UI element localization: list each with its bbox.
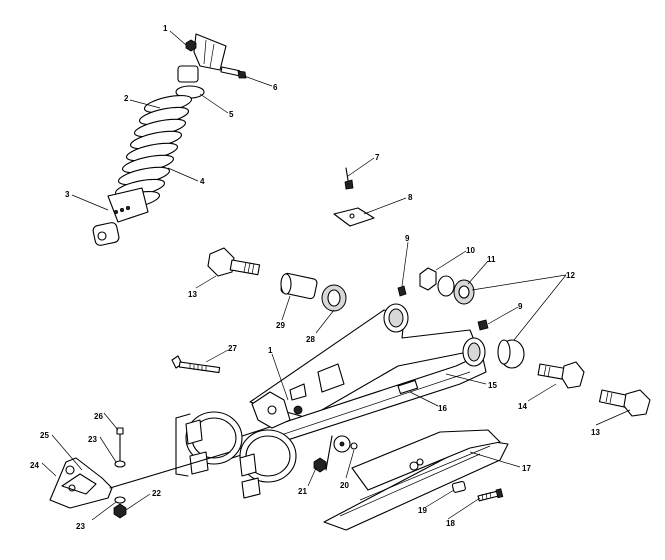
- bolt-head-part-6: [237, 70, 247, 79]
- callout-14: 14: [518, 402, 527, 411]
- callout-23-lower: 23: [76, 522, 85, 531]
- shock-body-part-3: [107, 187, 149, 223]
- nut-washer-stack: [419, 267, 475, 305]
- callout-5: 5: [229, 110, 234, 119]
- callout-28: 28: [306, 335, 315, 344]
- rivet-part-7: [344, 179, 354, 190]
- callout-9-right: 9: [518, 302, 523, 311]
- long-bolt-part-27: [171, 355, 221, 374]
- pivot-bolt-13-left: [207, 247, 261, 277]
- nut-part-1: [185, 39, 197, 52]
- washer-part-23-lower: [114, 496, 126, 504]
- callout-24: 24: [30, 461, 39, 470]
- grease-fitting-part-9-upper: [397, 285, 407, 297]
- callout-4: 4: [200, 177, 205, 186]
- callout-3: 3: [65, 190, 70, 199]
- upper-mount-bracket: [193, 33, 227, 71]
- gusset-bracket: [251, 391, 291, 429]
- callout-15: 15: [488, 381, 497, 390]
- washer-part-23-upper: [114, 460, 126, 468]
- callout-1: 1: [163, 24, 168, 33]
- callout-12: 12: [566, 271, 575, 280]
- leader-lines: [41, 30, 631, 521]
- callout-20: 20: [340, 481, 349, 490]
- nut-part-10: [419, 267, 437, 291]
- bolt-head-part-14: [561, 361, 585, 389]
- spacer-part-19: [451, 480, 466, 493]
- callout-25: 25: [40, 431, 49, 440]
- swing-arm-frame: [175, 303, 487, 499]
- bolt-part-6: [220, 66, 241, 77]
- nut-part-21: [313, 457, 327, 473]
- right-pivot-parts: [397, 285, 651, 417]
- callout-29: 29: [276, 321, 285, 330]
- callout-18: 18: [446, 519, 455, 528]
- callout-19: 19: [418, 506, 427, 515]
- bushings: [280, 272, 347, 312]
- bolt-part-18: [477, 490, 500, 502]
- bolt-part-26: [116, 427, 124, 435]
- callout-7: 7: [375, 153, 380, 162]
- upper-bracket-assembly: [333, 167, 375, 227]
- nut-part-22: [113, 503, 127, 519]
- callout-6: 6: [273, 83, 278, 92]
- callout-2: 2: [124, 94, 129, 103]
- bolt-head: [207, 247, 235, 277]
- callout-8: 8: [408, 193, 413, 202]
- callout-17: 17: [522, 464, 531, 473]
- callout-1-lower: 1: [268, 346, 273, 355]
- slide-rail-assembly: [323, 429, 509, 531]
- callout-26: 26: [94, 412, 103, 421]
- callout-22: 22: [152, 489, 161, 498]
- callout-27: 27: [228, 344, 237, 353]
- callout-23-upper: 23: [88, 435, 97, 444]
- callout-10: 10: [466, 246, 475, 255]
- shock-upper-eye: [177, 65, 199, 83]
- callout-9-upper: 9: [405, 234, 410, 243]
- callout-21: 21: [298, 487, 307, 496]
- callout-13-left: 13: [188, 290, 197, 299]
- callout-13-right: 13: [591, 428, 600, 437]
- grease-fitting-part-9-right: [477, 319, 489, 331]
- decal-part-16: [397, 379, 419, 395]
- callout-16: 16: [438, 404, 447, 413]
- washer-part-11: [437, 275, 455, 297]
- callout-11: 11: [487, 255, 496, 264]
- lower-left-linkage: [49, 427, 231, 519]
- shock-absorber-assembly: [92, 33, 247, 246]
- bolt-head-part-13: [623, 389, 651, 417]
- callout-labels: 1 2 3 4 5 6 7 8 9 9 10 11 12 13 13 14 15…: [30, 24, 600, 531]
